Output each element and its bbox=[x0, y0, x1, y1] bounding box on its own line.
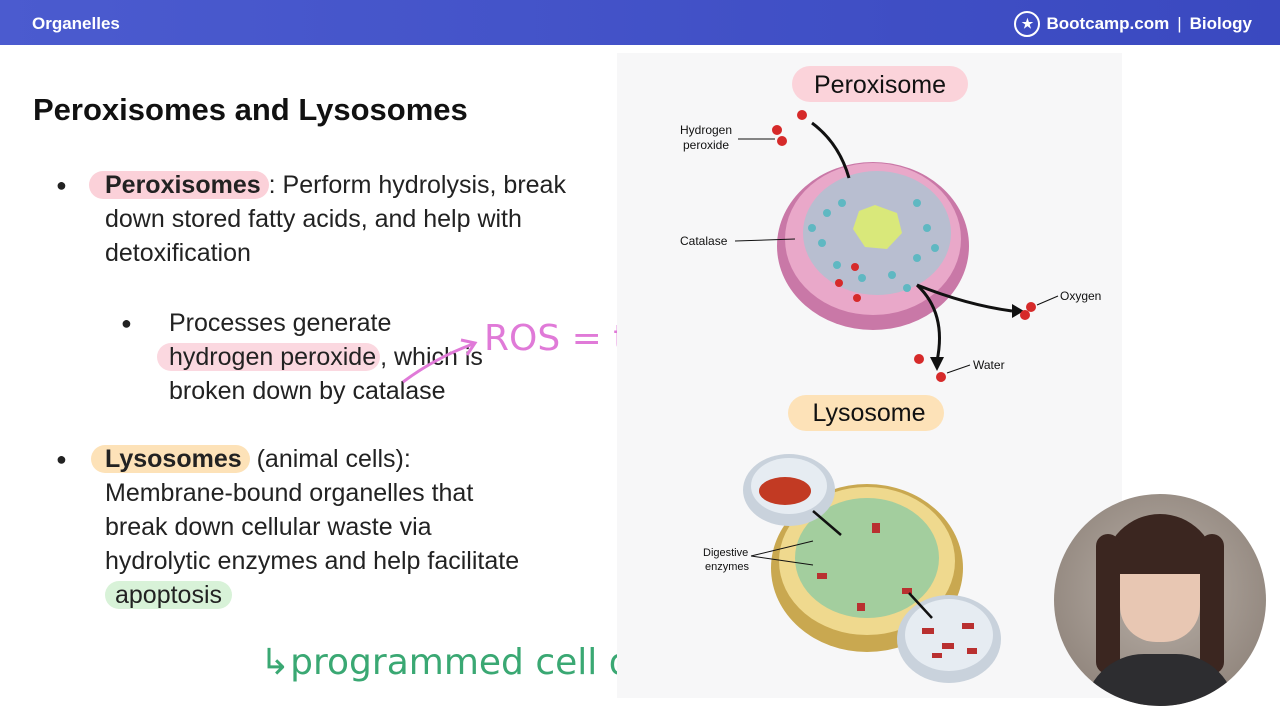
bullet-lysosomes: Lysosomes (animal cells): Membrane-bound… bbox=[56, 442, 525, 612]
presenter-video bbox=[1054, 494, 1266, 706]
bullet-list: Peroxisomes: Perform hydrolysis, break d… bbox=[56, 168, 616, 612]
brand-separator: | bbox=[1177, 14, 1182, 33]
hydrogen-peroxide-highlight: hydrogen peroxide bbox=[157, 343, 381, 371]
sub-text-post: , which is broken down by catalase bbox=[169, 343, 483, 405]
lysosomes-term: Lysosomes bbox=[105, 445, 242, 473]
peroxisomes-term: Peroxisomes bbox=[105, 171, 261, 199]
water-label: Water bbox=[973, 358, 1005, 372]
arrow-oxygen bbox=[916, 283, 1013, 313]
slide-title: Peroxisomes and Lysosomes bbox=[33, 92, 468, 127]
catalase-particles bbox=[808, 199, 939, 292]
peroxisome-title-bg bbox=[792, 66, 968, 102]
arrow-into-lysosome bbox=[812, 510, 842, 536]
cellular-waste bbox=[759, 477, 811, 505]
digested-fragments bbox=[922, 623, 977, 658]
arrow-in bbox=[811, 121, 851, 179]
brand: ★ Bootcamp.com | Biology bbox=[1014, 11, 1252, 37]
oxygen-label: Oxygen bbox=[1060, 289, 1101, 303]
star-logo-icon: ★ bbox=[1014, 11, 1041, 37]
organelle-figure: Peroxisome Hydrogen peroxide Cat bbox=[617, 53, 1122, 698]
lysosomes-text: (animal cells): Membrane-bound organelle… bbox=[105, 445, 520, 575]
brand-subject: Biology bbox=[1189, 14, 1252, 33]
lysosomes-highlight: Lysosomes bbox=[91, 445, 250, 473]
lysosome-title: Lysosome bbox=[812, 399, 925, 427]
brand-name: Bootcamp.com bbox=[1046, 14, 1170, 33]
hydrogen-peroxide-molecule bbox=[772, 110, 807, 146]
peroxisomes-highlight: Peroxisomes bbox=[89, 171, 269, 199]
figure-illustration: Peroxisome Hydrogen peroxide Cat bbox=[680, 66, 1101, 683]
crystalline-core bbox=[853, 205, 902, 249]
catalase-label: Catalase bbox=[680, 234, 728, 248]
digestive-label-line1: Digestive bbox=[703, 547, 748, 559]
top-bar: Organelles ★ Bootcamp.com | Biology bbox=[0, 0, 1280, 45]
ros-arrow bbox=[402, 338, 478, 384]
digestive-label-line2: enzymes bbox=[705, 561, 750, 573]
hydrogen-label-line1: Hydrogen bbox=[680, 123, 732, 137]
bullet-peroxisomes: Peroxisomes: Perform hydrolysis, break d… bbox=[56, 168, 616, 270]
apoptosis-highlight: apoptosis bbox=[105, 581, 233, 609]
oxygen-molecule bbox=[1020, 302, 1036, 320]
waste-fragments bbox=[817, 523, 912, 611]
peroxisomes-text: : Perform hydrolysis, break down stored … bbox=[105, 171, 566, 267]
hydrogen-label-line2: peroxide bbox=[683, 138, 729, 152]
peroxisome-title: Peroxisome bbox=[814, 71, 946, 99]
sub-text-pre: Processes generate bbox=[169, 309, 392, 337]
sub-bullet-hydrogen-peroxide: Processes generate hydrogen peroxide, wh… bbox=[56, 306, 499, 408]
arrow-out-of-lysosome bbox=[908, 592, 933, 619]
lysosome-title-bg bbox=[788, 395, 944, 431]
water-molecules bbox=[914, 354, 946, 382]
hydrogen-peroxide-molecules-inside bbox=[835, 263, 861, 302]
arrow-water bbox=[915, 283, 941, 362]
section-title: Organelles bbox=[32, 14, 120, 33]
